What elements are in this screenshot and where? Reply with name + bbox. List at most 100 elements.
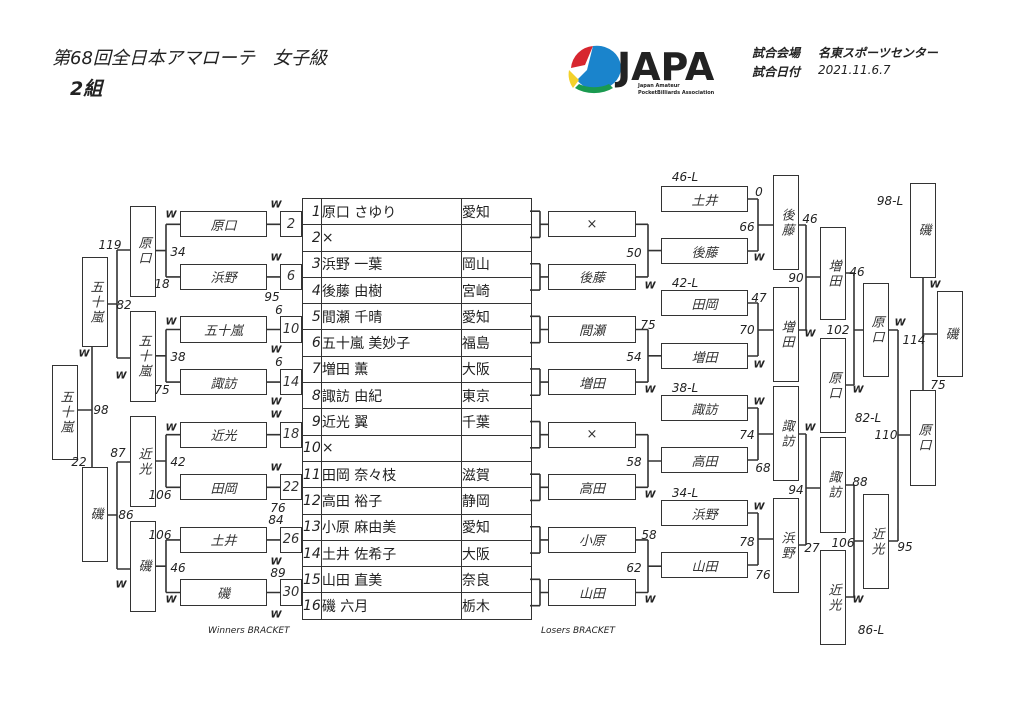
player-prefecture: 福島: [460, 329, 532, 357]
player-number: 3: [302, 250, 322, 278]
player-name: 後藤 由樹: [320, 276, 462, 305]
winners-score: W: [165, 316, 177, 328]
player-prefecture: 愛知: [460, 513, 532, 541]
losers-r3-box: 浜野: [773, 498, 799, 593]
player-number: 2: [302, 224, 322, 252]
losers-r2-box: 後藤: [661, 238, 748, 264]
losers-score: W: [852, 384, 864, 396]
player-row: 10×: [302, 434, 532, 462]
match-number-box: 18: [280, 421, 302, 448]
losers-score: W: [929, 279, 941, 291]
player-name: ×: [320, 434, 462, 462]
player-prefecture: 岡山: [460, 250, 532, 278]
winners-score: 87: [110, 446, 126, 460]
losers-score: 50: [626, 246, 642, 260]
losers-r1-box: ×: [548, 421, 636, 448]
player-number: 13: [302, 513, 322, 541]
player-name: 諏訪 由紀: [320, 382, 462, 410]
player-number: 6: [302, 329, 322, 357]
player-name: 浜野 一葉: [320, 250, 462, 278]
losers-r1-box: 小原: [548, 526, 636, 554]
losers-r2-box: 高田: [661, 447, 748, 473]
winners-r4-box: 五十嵐: [82, 257, 108, 347]
winners-r3-box: 磯: [130, 521, 156, 613]
losers-score: 106: [831, 536, 855, 550]
losers-r2-box: 浜野: [661, 500, 748, 526]
player-number: 11: [302, 460, 322, 489]
winners-score: W: [270, 199, 282, 211]
losers-score: 68: [755, 461, 771, 475]
losers-r1-box: ×: [548, 211, 636, 238]
match-number-box: 30: [280, 579, 302, 606]
winners-r2-box: 浜野: [180, 263, 267, 291]
winners-r2-box: 原口: [180, 211, 267, 238]
winners-score: 34: [170, 245, 186, 259]
winners-r3-box: 近光: [130, 416, 156, 507]
losers-score: 75: [640, 318, 656, 332]
losers-score: 75: [930, 378, 946, 392]
losers-score: W: [753, 252, 765, 264]
losers-score: W: [644, 489, 656, 501]
losers-score: 78: [739, 535, 755, 549]
losers-score: 95: [897, 540, 913, 554]
winners-score: W: [270, 609, 282, 621]
losers-score: 88: [852, 475, 868, 489]
winners-bracket-label: Winners BRACKET: [208, 626, 290, 636]
player-name: 磯 六月: [320, 592, 462, 620]
player-name: ×: [320, 224, 462, 252]
winners-score: 86: [118, 508, 134, 522]
player-number: 9: [302, 408, 322, 436]
winners-score: W: [165, 594, 177, 606]
player-name: 田岡 奈々枝: [320, 460, 462, 489]
winners-r2-box: 磯: [180, 579, 267, 606]
player-number: 4: [302, 276, 322, 305]
loser-dropin-label: 82-L: [854, 411, 882, 425]
losers-score: W: [804, 328, 816, 340]
losers-r1-box: 後藤: [548, 263, 636, 291]
player-row: 2×: [302, 224, 532, 252]
winners-score: W: [270, 462, 282, 474]
loser-dropin-label: 46-L: [671, 170, 699, 184]
player-name: 土井 佐希子: [320, 539, 462, 568]
player-name: 小原 麻由美: [320, 513, 462, 541]
winners-score: 84: [268, 513, 284, 527]
losers-score: 58: [641, 528, 657, 542]
winners-score: W: [270, 344, 282, 356]
winners-r3-box: 原口: [130, 205, 156, 297]
winners-r2-box: 諏訪: [180, 368, 267, 396]
losers-score: 70: [739, 323, 755, 337]
losers-score: 62: [626, 561, 642, 575]
player-name: 五十嵐 美妙子: [320, 329, 462, 357]
player-prefecture: 大阪: [460, 355, 532, 384]
winners-r2-box: 近光: [180, 421, 267, 448]
player-number: 5: [302, 303, 322, 331]
match-number-box: 26: [280, 526, 302, 554]
losers-score: 102: [826, 323, 850, 337]
losers-r2-box: 増田: [661, 343, 748, 369]
date-label: 試合日付: [752, 65, 801, 79]
player-prefecture: 千葉: [460, 408, 532, 436]
japa-logo: JAPA Japan Amateur PocketBilliards Assoc…: [565, 40, 735, 106]
losers-score: 94: [788, 483, 804, 497]
winners-score: 46: [170, 561, 186, 575]
losers-r5-box: 原口: [863, 283, 889, 377]
losers-r1-box: 山田: [548, 579, 636, 606]
losers-r2-box: 山田: [661, 552, 748, 578]
svg-text:JAPA: JAPA: [614, 45, 715, 89]
player-name: 間瀬 千晴: [320, 303, 462, 331]
player-name: 原口 さゆり: [320, 197, 462, 226]
player-number: 16: [302, 592, 322, 620]
winners-final-box: 五十嵐: [52, 365, 78, 460]
losers-r3-box: 諏訪: [773, 386, 799, 481]
loser-dropin-label: 34-L: [671, 486, 699, 500]
losers-score: 76: [755, 568, 771, 582]
loser-dropin-label: 38-L: [671, 381, 699, 395]
